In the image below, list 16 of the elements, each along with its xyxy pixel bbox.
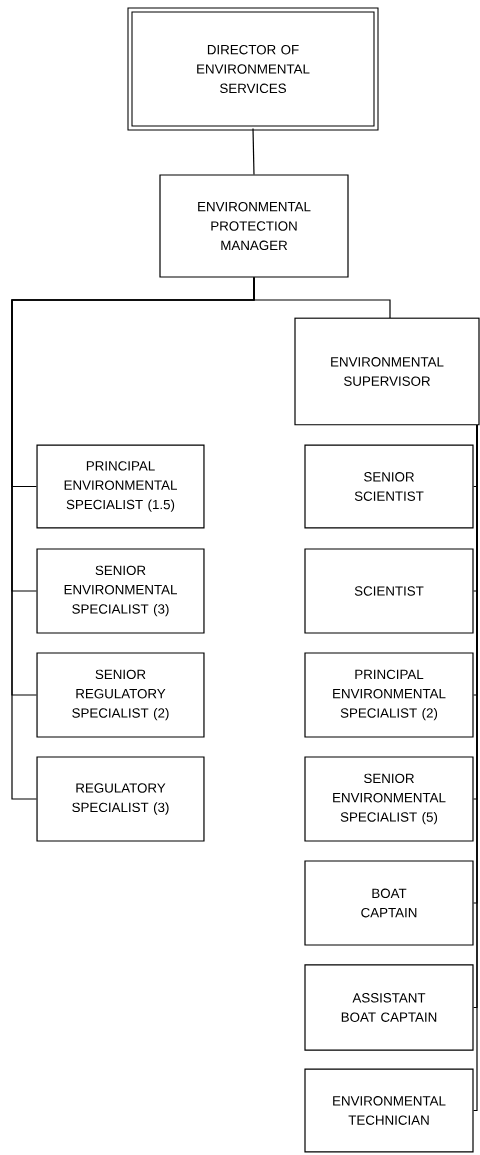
position-box: REGULATORY SPECIALIST (3) [36, 756, 205, 842]
position-box: ASSISTANT BOAT CAPTAIN [304, 964, 474, 1051]
connector-line [11, 277, 255, 800]
position-box: SENIOR SCIENTIST [304, 444, 474, 529]
title-box: DIRECTOR OF ENVIRONMENTAL SERVICES [127, 7, 379, 131]
position-box: SENIOR ENVIRONMENTAL SPECIALIST (5) [304, 756, 474, 842]
position-box: SCIENTIST [304, 548, 474, 634]
position-box: BOAT CAPTAIN [304, 860, 474, 946]
position-box: PRINCIPAL ENVIRONMENTAL SPECIALIST (2) [304, 652, 474, 738]
position-box: SENIOR ENVIRONMENTAL SPECIALIST (3) [36, 548, 205, 634]
position-box: ENVIRONMENTAL TECHNICIAN [304, 1068, 474, 1153]
position-box: SENIOR REGULATORY SPECIALIST (2) [36, 652, 205, 738]
position-box: ENVIRONMENTAL SUPERVISOR [294, 317, 480, 426]
position-box: PRINCIPAL ENVIRONMENTAL SPECIALIST (1.5) [36, 444, 205, 529]
connector-line [252, 127, 255, 175]
position-box: ENVIRONMENTAL PROTECTION MANAGER [159, 174, 349, 278]
